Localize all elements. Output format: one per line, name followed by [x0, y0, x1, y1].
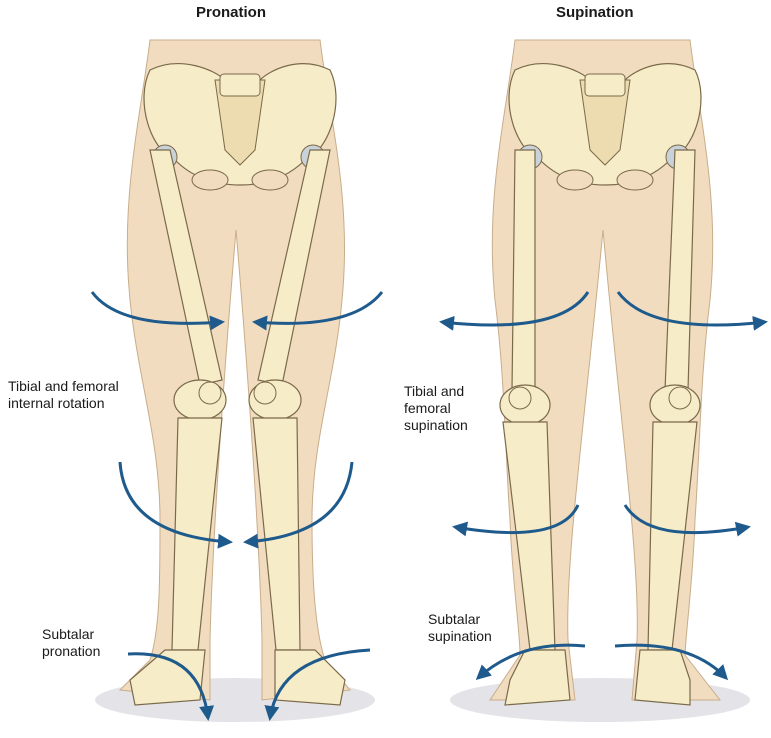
thigh-arrow-left	[90, 291, 225, 331]
obturator-left	[556, 169, 594, 191]
obturator-right	[616, 169, 654, 191]
shin-arrow-right	[243, 461, 354, 549]
femur-left	[511, 149, 536, 391]
pronation-figure	[90, 39, 384, 722]
supination-figure	[439, 39, 768, 722]
supination-title: Supination	[556, 4, 634, 21]
obturator-left	[191, 169, 229, 191]
foot-right	[274, 649, 346, 706]
supination-thigh-label: Tibial and femoral supination	[404, 383, 468, 434]
patella-right	[668, 386, 692, 410]
thigh-arrow-right	[252, 291, 384, 331]
label-line: femoral	[404, 400, 451, 416]
pronation-title: Pronation	[196, 4, 266, 21]
label-line: Subtalar	[428, 611, 481, 627]
foot-arrow-left	[475, 643, 586, 681]
label-line: Tibial and femoral	[8, 378, 119, 394]
foot-arrow-left	[127, 652, 215, 721]
vertebra	[584, 73, 626, 97]
vertebra	[219, 73, 261, 97]
patella-left	[508, 386, 532, 410]
foot-right	[634, 649, 691, 706]
foot-arrow-right	[614, 643, 729, 681]
label-line: supination	[428, 628, 492, 644]
thigh-arrow-right	[616, 291, 768, 331]
foot-left	[129, 649, 206, 706]
patella-right	[253, 381, 277, 405]
supination-foot-label: Subtalar supination	[428, 611, 492, 645]
pronation-foot-label: Subtalar pronation	[42, 626, 100, 660]
pronation-thigh-label: Tibial and femoral internal rotation	[8, 378, 119, 412]
patella-left	[198, 381, 222, 405]
foot-left	[504, 649, 571, 706]
label-line: Subtalar	[42, 626, 95, 642]
thigh-arrow-left	[439, 291, 590, 331]
shin-arrow-left	[118, 461, 233, 549]
label-line: Tibial and	[404, 383, 465, 399]
shin-arrow-right	[623, 504, 751, 537]
obturator-right	[251, 169, 289, 191]
shin-arrow-left	[452, 504, 580, 537]
label-line: supination	[404, 417, 468, 433]
label-line: internal rotation	[8, 395, 105, 411]
femur-left	[149, 149, 223, 386]
foot-arrow-right	[264, 648, 371, 721]
label-line: pronation	[42, 643, 101, 659]
